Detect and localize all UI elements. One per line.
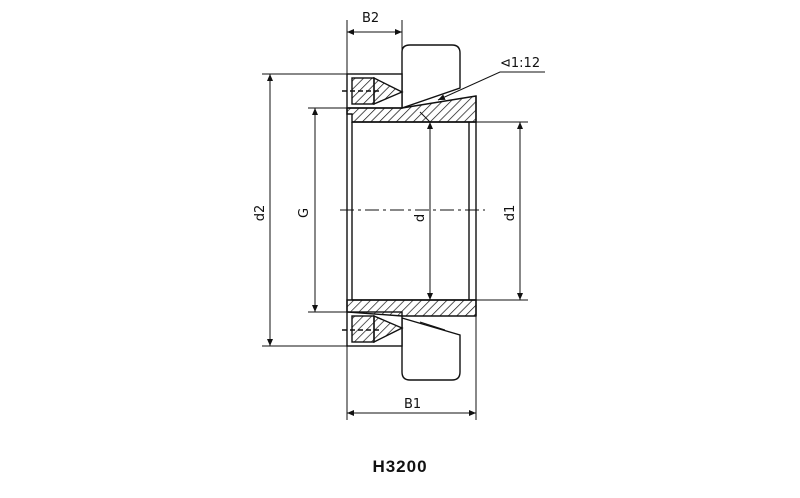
dimension-b2: [346, 20, 403, 74]
dimension-d2: [262, 73, 347, 347]
figure-caption: H3200: [372, 457, 427, 476]
dimension-g: [308, 107, 347, 313]
label-b2: B2: [362, 11, 379, 26]
lock-nut-top: [401, 44, 461, 109]
label-taper: ⊲1:12: [500, 56, 540, 71]
lock-nut-bottom: [401, 317, 461, 381]
label-d: d: [413, 214, 428, 222]
taper-leader: [419, 71, 545, 331]
label-d2: d2: [253, 205, 268, 222]
lock-washer-top: [342, 73, 404, 109]
dimension-d1: [476, 121, 528, 301]
label-g: G: [297, 208, 312, 218]
adapter-sleeve: [346, 95, 477, 317]
label-d1: d1: [503, 205, 518, 222]
dimension-b1: [346, 316, 477, 420]
label-b1: B1: [404, 397, 421, 412]
lock-washer-bottom: [342, 311, 404, 347]
dimension-d: [419, 111, 433, 300]
